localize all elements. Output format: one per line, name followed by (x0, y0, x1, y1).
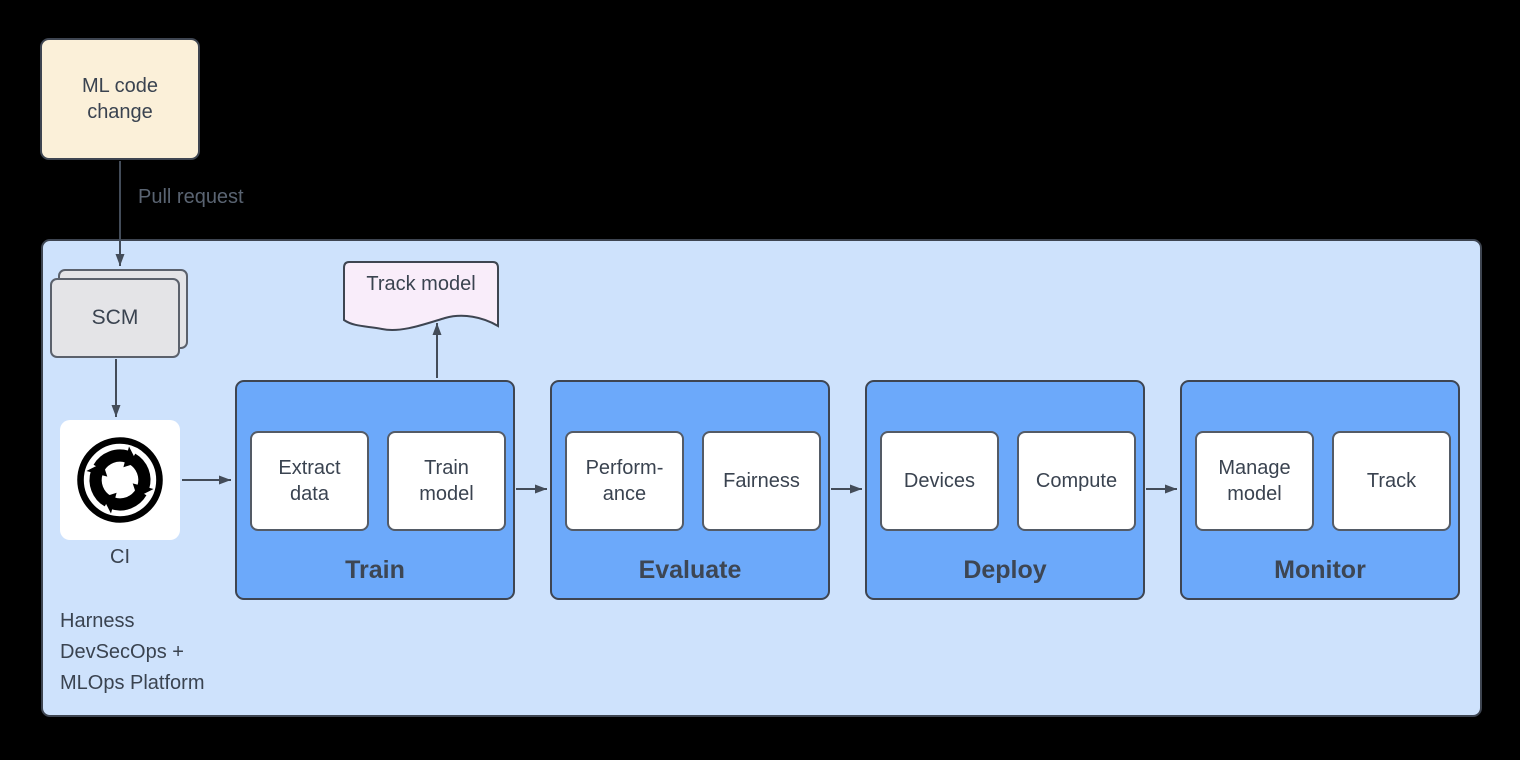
pull-request-label: Pull request (138, 186, 244, 208)
stage-deploy: Devices Compute Deploy (865, 380, 1145, 600)
stage-title-train: Train (345, 556, 405, 584)
stage-item: Devices (880, 431, 999, 531)
scm-label: SCM (91, 306, 139, 329)
stage-train: Extract data Train model Train (235, 380, 515, 600)
stage-title-monitor: Monitor (1274, 556, 1366, 584)
node-ml-code-change: ML code change (40, 38, 200, 160)
stage-item: Train model (387, 431, 506, 531)
ci-cycle-icon (77, 437, 163, 523)
track-model-label: Track model (366, 273, 476, 295)
platform-label: Harness DevSecOps + MLOps Platform (60, 610, 205, 694)
stage-item: Fairness (702, 431, 821, 531)
stage-title-evaluate: Evaluate (638, 556, 742, 584)
node-track-model: Track model (341, 260, 501, 334)
stage-item: Track (1332, 431, 1451, 531)
stage-title-deploy: Deploy (963, 556, 1047, 584)
stage-monitor: Manage model Track Monitor (1180, 380, 1460, 600)
stage-item: Manage model (1195, 431, 1314, 531)
document-shape (343, 261, 499, 331)
ml-code-change-label: ML code change (82, 74, 158, 123)
stage-item: Perform- ance (565, 431, 684, 531)
stage-evaluate: Perform- ance Fairness Evaluate (550, 380, 830, 600)
ci-label: CI (110, 546, 130, 568)
node-scm: SCM (50, 278, 180, 358)
node-ci (60, 420, 180, 540)
stage-item: Extract data (250, 431, 369, 531)
stage-item: Compute (1017, 431, 1136, 531)
